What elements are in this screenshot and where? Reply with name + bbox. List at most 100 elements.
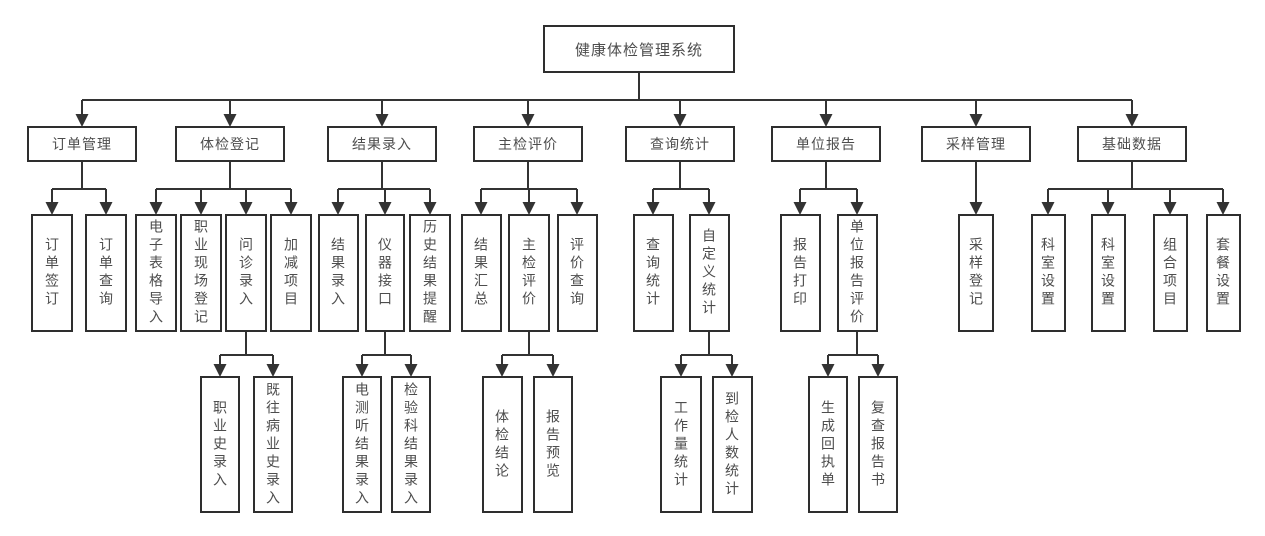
arrow-head-icon (646, 202, 660, 215)
diagram-node-zidingyi-tongji: 自定义统计 (688, 214, 730, 332)
diagram-node-gongzuoliang-tongji: 工作量统计 (660, 376, 702, 513)
arrow-head-icon (725, 364, 739, 377)
node-label-caiyang-dengji: 采样登记 (968, 237, 984, 309)
diagram-node-pingjia-chaxun: 评价查询 (556, 214, 598, 332)
diagram-node-taocan-shezhi: 套餐设置 (1205, 214, 1241, 332)
arrow-head-icon (266, 364, 280, 377)
arrow-head-icon (793, 202, 807, 215)
node-label-daojian-renshu-tongji: 到检人数统计 (724, 390, 740, 499)
arrow-head-icon (99, 202, 113, 215)
node-label-dianceting-jieguo-luru: 电测听结果录入 (354, 381, 370, 508)
diagram-node-fucha-baogaoshu: 复查报告书 (858, 376, 898, 513)
node-label-shengcheng-huizhidan: 生成回执单 (820, 399, 836, 490)
diagram-node-shengcheng-huizhidan: 生成回执单 (808, 376, 848, 513)
node-label-keshi-shezhi-1: 科室设置 (1040, 237, 1056, 309)
arrow-head-icon (969, 114, 983, 127)
diagram-node-baogao-yulan: 报告预览 (533, 376, 573, 513)
node-label-gongzuoliang-tongji: 工作量统计 (673, 399, 689, 490)
diagram-node-wenzhen-luru: 问诊录入 (225, 214, 267, 332)
node-label-dingdan-chaxun: 订单查询 (98, 237, 114, 309)
node-label-fucha-baogaoshu: 复查报告书 (870, 399, 886, 490)
node-label-chaxun-tongji-mod: 查询统计 (650, 136, 710, 152)
diagram-node-daojian-renshu-tongji: 到检人数统计 (711, 376, 753, 513)
diagram-node-lishi-jieguo-tixing: 历史结果提醒 (409, 214, 451, 332)
diagram-node-zhujian-pingjia: 主检评价 (508, 214, 550, 332)
diagram-node-jieguo-huizong: 结果汇总 (460, 214, 502, 332)
node-label-pingjia-chaxun: 评价查询 (569, 237, 585, 309)
diagram-node-chaxun-tongji-mod: 查询统计 (625, 126, 735, 162)
arrow-head-icon (1101, 202, 1115, 215)
diagram-node-tijian-dengji: 体检登记 (175, 126, 285, 162)
arrow-head-icon (378, 202, 392, 215)
arrow-head-icon (850, 202, 864, 215)
node-label-dingdan-qianding: 订单签订 (44, 237, 60, 309)
node-label-yiqi-jiekou: 仪器接口 (377, 237, 393, 309)
diagram-node-zhiyeshi-luru: 职业史录入 (200, 376, 240, 513)
arrow-head-icon (871, 364, 885, 377)
diagram-node-jiajian-xiangmu: 加减项目 (270, 214, 312, 332)
arrow-head-icon (969, 202, 983, 215)
arrow-head-icon (819, 114, 833, 127)
diagram-node-keshi-shezhi-1: 科室设置 (1030, 214, 1066, 332)
diagram-node-jieguo-luru: 结果录入 (317, 214, 359, 332)
arrow-head-icon (1041, 202, 1055, 215)
diagram-node-zhujian-pingjia-mod: 主检评价 (473, 126, 583, 162)
diagram-node-caiyang-guanli: 采样管理 (921, 126, 1031, 162)
node-label-caiyang-guanli: 采样管理 (946, 136, 1006, 152)
diagram-node-zuhe-xiangmu: 组合项目 (1152, 214, 1188, 332)
arrow-head-icon (521, 114, 535, 127)
diagram-node-jiwang-bingyeshi-luru: 既往病业史录入 (253, 376, 293, 513)
diagram-node-danwei-baogao-pingjia: 单位报告评价 (836, 214, 878, 332)
node-label-jieguo-luru: 结果录入 (330, 237, 346, 309)
arrow-head-icon (194, 202, 208, 215)
diagram-node-caiyang-dengji: 采样登记 (958, 214, 994, 332)
arrow-head-icon (522, 202, 536, 215)
arrow-head-icon (474, 202, 488, 215)
diagram-node-tijian-jielun: 体检结论 (481, 376, 523, 513)
node-label-zhiye-xianchang-dengji: 职业现场登记 (193, 219, 209, 327)
diagram-node-chaxun-tongji: 查询统计 (632, 214, 674, 332)
diagram-node-keshi-shezhi-2: 科室设置 (1090, 214, 1126, 332)
node-label-wenzhen-luru: 问诊录入 (238, 237, 254, 309)
arrow-head-icon (674, 364, 688, 377)
arrow-head-icon (1216, 202, 1230, 215)
node-label-tijian-jielun: 体检结论 (494, 408, 510, 481)
node-label-jichu-shuju: 基础数据 (1102, 136, 1162, 152)
node-label-jiajian-xiangmu: 加减项目 (283, 237, 299, 309)
diagram-node-dingdan-qianding: 订单签订 (31, 214, 73, 332)
diagram-node-dianzi-biaoge-daoru: 电子表格导入 (135, 214, 177, 332)
node-label-root: 健康体检管理系统 (574, 41, 703, 59)
diagram-node-baogao-dayin: 报告打印 (779, 214, 821, 332)
node-label-zidingyi-tongji: 自定义统计 (701, 228, 717, 318)
diagram-node-jianyanke-jieguo-luru: 检验科结果录入 (391, 376, 431, 513)
node-label-chaxun-tongji: 查询统计 (645, 237, 661, 309)
node-label-jianyanke-jieguo-luru: 检验科结果录入 (403, 381, 419, 508)
diagram-node-jichu-shuju: 基础数据 (1077, 126, 1187, 162)
diagram-node-root: 健康体检管理系统 (543, 25, 735, 73)
diagram-node-dingdan-guanli: 订单管理 (27, 126, 137, 162)
node-label-baogao-yulan: 报告预览 (545, 408, 561, 481)
node-label-zhujian-pingjia-mod: 主检评价 (498, 136, 558, 152)
arrow-head-icon (223, 114, 237, 127)
node-label-dingdan-guanli: 订单管理 (52, 136, 112, 152)
arrow-head-icon (284, 202, 298, 215)
arrow-head-icon (702, 202, 716, 215)
node-label-baogao-dayin: 报告打印 (792, 237, 808, 309)
diagram-node-yiqi-jiekou: 仪器接口 (365, 214, 405, 332)
arrow-head-icon (149, 202, 163, 215)
arrow-head-icon (1163, 202, 1177, 215)
node-label-jieguo-huizong: 结果汇总 (473, 237, 489, 309)
diagram-node-dingdan-chaxun: 订单查询 (85, 214, 127, 332)
arrow-head-icon (355, 364, 369, 377)
node-label-jiwang-bingyeshi-luru: 既往病业史录入 (265, 381, 281, 508)
node-label-danwei-baogao-pingjia: 单位报告评价 (849, 219, 865, 327)
arrow-head-icon (375, 114, 389, 127)
diagram-node-dianceting-jieguo-luru: 电测听结果录入 (342, 376, 382, 513)
arrow-head-icon (1125, 114, 1139, 127)
node-label-dianzi-biaoge-daoru: 电子表格导入 (148, 219, 164, 327)
arrow-head-icon (75, 114, 89, 127)
arrow-head-icon (821, 364, 835, 377)
arrow-head-icon (546, 364, 560, 377)
